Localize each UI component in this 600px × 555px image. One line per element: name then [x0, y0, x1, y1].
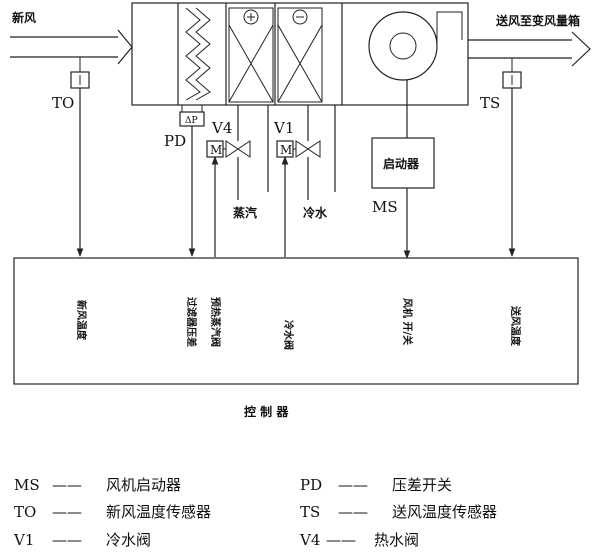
controller-label: 控 制 器	[244, 404, 289, 419]
steam-label: 蒸汽	[233, 205, 257, 220]
fan-icon	[368, 11, 438, 81]
legend: MS —— 风机启动器 PD —— 压差开关 TO —— 新风温度传感器 TS …	[13, 476, 497, 549]
fresh-air-duct	[10, 29, 133, 65]
input-supply-air-temp: 送风温度	[509, 305, 522, 347]
legend-code: MS	[14, 476, 40, 494]
legend-dash: ——	[52, 503, 82, 521]
v4-motor-label: M	[210, 143, 222, 157]
ms-label: MS	[372, 198, 398, 216]
legend-dash: ——	[338, 476, 368, 494]
minus-icon	[292, 9, 308, 25]
v4-label: V4	[211, 119, 232, 137]
controller-box	[13, 257, 579, 385]
legend-text: 压差开关	[392, 476, 452, 494]
input-preheat-valve: 预热蒸汽阀	[209, 297, 222, 347]
legend-dash: ——	[52, 476, 82, 494]
legend-dash: ——	[338, 503, 368, 521]
v1-motor-label: M	[280, 143, 292, 157]
legend-code: V4	[299, 531, 320, 549]
cooling-coil	[277, 7, 323, 103]
legend-text: 冷水阀	[106, 531, 151, 549]
pd-label: PD	[164, 132, 186, 150]
input-fresh-air-temp: 新风温度	[75, 300, 88, 341]
starter-label: 启动器	[383, 156, 420, 171]
heating-coil	[228, 7, 274, 103]
dp-symbol: ΔP	[185, 116, 198, 126]
filter-section	[185, 7, 211, 101]
input-fan-onoff: 风机 开/关	[401, 298, 414, 345]
to-label: TO	[52, 94, 74, 112]
air-handling-unit	[131, 2, 469, 106]
supply-air-label: 送风至变风量箱	[495, 13, 580, 28]
fresh-air-label: 新风	[12, 10, 36, 25]
v1-label: V1	[273, 119, 294, 137]
legend-code: TS	[300, 503, 320, 521]
legend-code: PD	[300, 476, 322, 494]
input-cold-water-valve: 冷水阀	[282, 320, 295, 350]
supply-air-duct	[468, 31, 591, 67]
to-sensor	[70, 57, 90, 89]
cold-water-label: 冷水	[303, 205, 328, 220]
legend-dash: ——	[52, 531, 82, 549]
legend-dash: ——	[326, 531, 356, 549]
legend-text: 新风温度传感器	[106, 503, 211, 521]
ts-sensor	[502, 58, 522, 89]
v1-valve	[276, 105, 321, 200]
legend-code: V1	[13, 531, 34, 549]
supply-fan	[368, 11, 463, 81]
legend-text: 风机启动器	[106, 476, 181, 494]
ts-label: TS	[480, 94, 500, 112]
legend-code: TO	[14, 503, 36, 521]
fan-starter	[371, 80, 435, 259]
legend-text: 送风温度传感器	[392, 503, 497, 521]
input-filter-dp: 过滤器压差	[185, 297, 198, 347]
plus-icon	[243, 9, 259, 25]
legend-text: 热水阀	[374, 531, 419, 549]
